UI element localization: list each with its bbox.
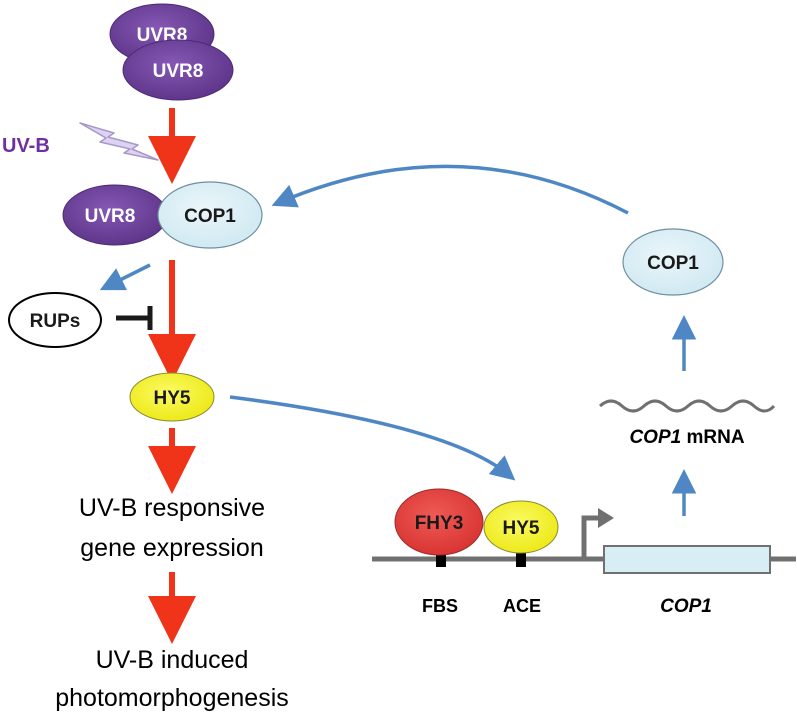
uvb-label: UV-B [2, 135, 50, 157]
lightning-bolt-icon [79, 122, 159, 161]
responsive-gene-expression-line1: UV-B responsive [79, 494, 265, 522]
uvr8-complex-label: UVR8 [85, 206, 136, 227]
cop1-protein-node [622, 228, 724, 296]
rups-node [8, 292, 102, 348]
cop1-mrna-suffix: mRNA [681, 427, 745, 448]
blue-arrow-to-rups [99, 263, 151, 291]
ace-site-mark [516, 545, 526, 567]
hy5-node [129, 372, 215, 422]
induced-photomorphogenesis-line1: UV-B induced [96, 646, 249, 674]
uvr8-dimer: UVR8 UVR8 [109, 3, 234, 101]
fbs-label: FBS [422, 596, 458, 616]
uvr8-cop1-complex: UVR8 COP1 [62, 181, 263, 249]
uvr8-bottom-node [122, 39, 234, 101]
uvr8-bottom-label: UVR8 [153, 61, 204, 82]
fhy3-node [394, 488, 484, 556]
ace-label: ACE [503, 596, 541, 616]
blue-arrow-cop1-feedback [271, 164, 629, 215]
cop1-mrna-gene: COP1 [629, 427, 681, 448]
mrna-wave-icon [598, 399, 776, 413]
cop1-protein-label: COP1 [647, 253, 699, 274]
hy5-promoter-label: HY5 [503, 518, 540, 539]
blue-arrow-hy5-to-promoter [229, 395, 516, 481]
induced-photomorphogenesis-line2: photomorphogenesis [55, 684, 289, 712]
cop1-gene-box [603, 545, 771, 574]
cop1-complex-label: COP1 [184, 206, 236, 227]
cop1-gene-label: COP1 [660, 596, 712, 617]
cop1-mrna-label: COP1 mRNA [629, 427, 744, 448]
rups-label: RUPs [30, 311, 81, 332]
hy5-label: HY5 [154, 388, 191, 409]
transcription-start-arrow-icon [581, 508, 614, 557]
cop1-complex-node [157, 181, 263, 249]
inhibition-bar-icon [116, 306, 153, 330]
hy5-promoter-node [483, 500, 559, 554]
fhy3-label: FHY3 [415, 513, 464, 534]
responsive-gene-expression-line2: gene expression [80, 534, 263, 562]
fbs-site-mark [436, 545, 446, 567]
